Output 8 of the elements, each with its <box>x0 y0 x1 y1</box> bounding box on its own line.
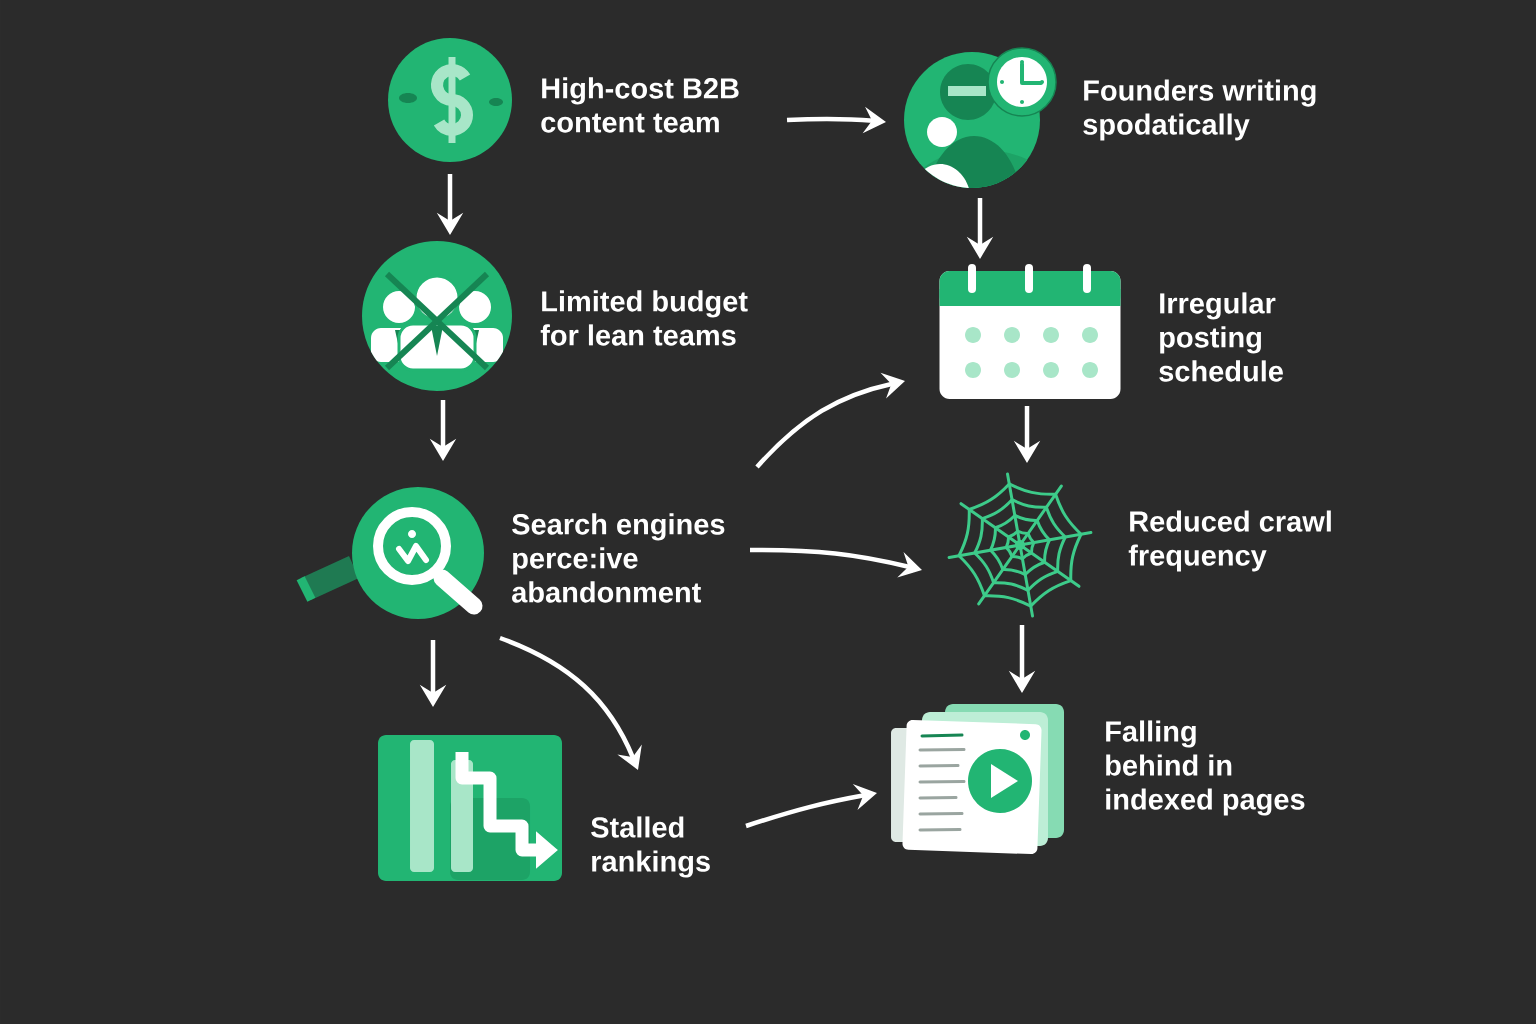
step-label: Stalled rankings <box>591 816 710 878</box>
step-label: Search engines perce:ive abandonment <box>512 513 725 603</box>
step-label: Falling behind in indexed pages <box>1106 720 1305 816</box>
step-label: Irregular posting schedule <box>1159 292 1283 382</box>
step-label: Founders writing spodatically <box>1083 79 1316 141</box>
step-label: Limited budget for lean teams <box>540 290 748 346</box>
step-label: Reduced crawl frequency <box>1128 510 1331 572</box>
step-label: High-cost B2B content team <box>541 77 739 133</box>
